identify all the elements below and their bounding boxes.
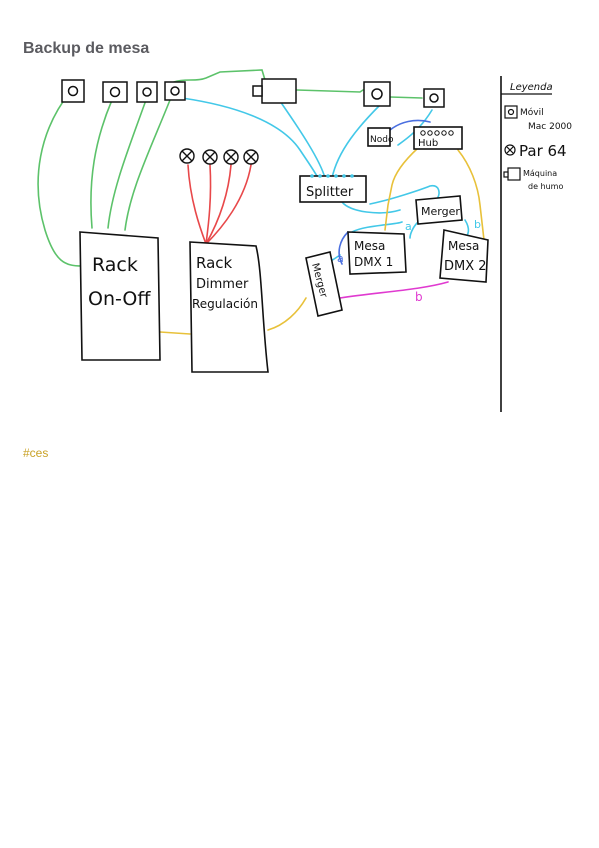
legend-item-label: de humo xyxy=(528,182,563,191)
hub-label: Hub xyxy=(418,138,438,149)
magenta-cable xyxy=(339,281,449,299)
green-cable xyxy=(389,96,423,99)
moving-head-fixture xyxy=(61,79,85,103)
moving-head-fixture xyxy=(423,88,445,108)
green-cable xyxy=(37,91,83,267)
nodo-label: Nodo xyxy=(370,135,394,145)
rack-onoff-box xyxy=(79,231,161,361)
nodo-box xyxy=(367,127,391,147)
green-cable xyxy=(107,99,147,229)
yellow-cable xyxy=(267,297,307,331)
mesa1-label-2: DMX 1 xyxy=(354,255,393,269)
mesa2-box xyxy=(439,229,489,283)
par-lamp-icon xyxy=(504,144,516,156)
legend-item-label: Móvil xyxy=(520,107,544,118)
mesa1-label-1: Mesa xyxy=(354,239,385,253)
green-cable xyxy=(90,99,113,229)
rack-dimmer-box xyxy=(189,241,269,373)
legend-title: Leyenda xyxy=(510,82,553,93)
smoke-machine-icon xyxy=(503,167,521,181)
red-cable xyxy=(205,164,212,245)
yellow-cable xyxy=(457,149,485,241)
merger-top-box xyxy=(415,195,463,225)
yellow-cable xyxy=(384,147,419,231)
red-cable xyxy=(187,164,207,245)
par-lamp-fixture xyxy=(223,149,239,165)
legend-item-label: Máquina xyxy=(523,169,557,178)
splitter-ports xyxy=(310,174,354,178)
rack-dimmer-label-1: Rack xyxy=(196,254,233,272)
blue-cable xyxy=(338,231,349,265)
link-label-a2: a xyxy=(337,252,344,265)
hub-ports xyxy=(420,130,454,136)
cyan-cable xyxy=(281,103,326,179)
yellow-cable xyxy=(159,331,191,335)
moving-head-icon xyxy=(504,105,518,119)
mesa1-box xyxy=(347,231,407,275)
moving-head-fixture xyxy=(102,81,128,103)
legend-item-label: Par 64 xyxy=(519,142,567,160)
cyan-cable xyxy=(397,109,433,146)
red-cable xyxy=(205,164,232,245)
red-cable xyxy=(205,164,252,245)
moving-head-fixture xyxy=(164,81,186,101)
mesa2-label-2: DMX 2 xyxy=(444,259,487,274)
par-lamp-fixture xyxy=(179,148,195,164)
par-lamp-fixture xyxy=(202,149,218,165)
cyan-cable xyxy=(409,221,419,239)
cyan-cable xyxy=(331,104,381,179)
mesa2-label-1: Mesa xyxy=(448,239,479,253)
page-title: Backup de mesa xyxy=(23,40,150,57)
merger-top-label: Merger xyxy=(421,205,460,218)
hub-box xyxy=(413,126,463,150)
legend-item-label: Mac 2000 xyxy=(528,122,572,132)
link-label-a1: a xyxy=(405,220,412,233)
cyan-cable xyxy=(341,201,401,214)
cyan-cable xyxy=(181,97,319,179)
green-cable xyxy=(173,69,266,83)
merger-left-box xyxy=(305,251,343,317)
rack-onoff-label-2: On-Off xyxy=(88,288,151,310)
moving-head-fixture xyxy=(136,81,158,103)
green-cable xyxy=(296,89,364,93)
link-label-b1: b xyxy=(474,218,481,231)
rack-dimmer-label-3: Regulación xyxy=(192,297,258,311)
link-label-b2: b xyxy=(415,290,423,304)
blue-cable xyxy=(389,119,431,131)
par-lamp-fixture xyxy=(243,149,259,165)
smoke-machine-fixture xyxy=(252,78,297,104)
splitter-label: Splitter xyxy=(306,185,354,200)
green-cable xyxy=(124,99,171,231)
rack-dimmer-label-2: Dimmer xyxy=(196,277,249,292)
legend: Leyenda Móvil Mac 2000 Par 64 Máquina de… xyxy=(500,76,572,412)
moving-head-fixture xyxy=(363,81,391,107)
splitter-box xyxy=(299,175,367,203)
cyan-cable xyxy=(351,221,403,233)
rack-onoff-label-1: Rack xyxy=(92,254,138,276)
hashtag[interactable]: #ces xyxy=(23,446,49,460)
